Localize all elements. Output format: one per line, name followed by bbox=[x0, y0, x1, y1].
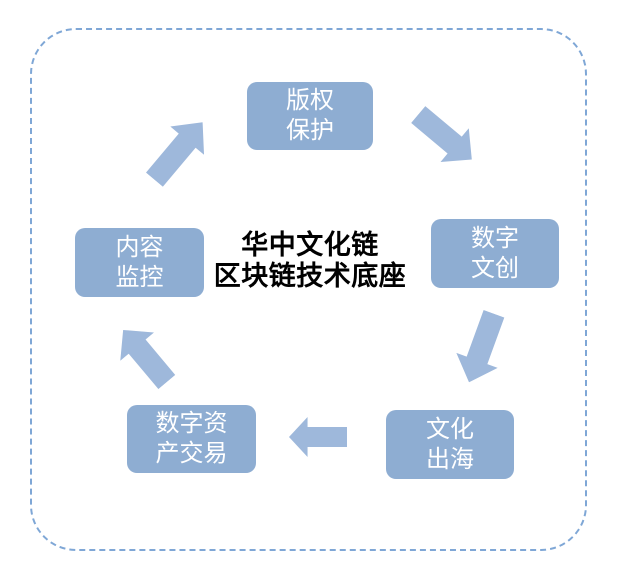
node-digital-cultural-creation: 数字 文创 bbox=[431, 219, 559, 288]
node-label-line: 产交易 bbox=[155, 440, 228, 467]
node-label-line: 版权 bbox=[286, 87, 334, 114]
arrow-asset-to-monitoring-icon bbox=[120, 329, 176, 390]
node-culture-going-abroad: 文化 出海 bbox=[386, 410, 514, 479]
dashed-border-frame bbox=[30, 28, 587, 551]
node-content-monitoring: 内容 监控 bbox=[75, 228, 204, 297]
node-label-line: 内容 bbox=[115, 233, 164, 261]
node-label-line: 保护 bbox=[286, 117, 334, 144]
node-copyright-protection: 版权 保护 bbox=[247, 82, 373, 150]
node-label-line: 出海 bbox=[426, 445, 474, 473]
node-digital-asset-trading: 数字资 产交易 bbox=[127, 405, 256, 473]
arrow-copyright-to-digital-icon bbox=[411, 106, 472, 162]
arrow-digital-to-culture-icon bbox=[456, 309, 505, 383]
center-title-line1: 华中文化链 bbox=[241, 230, 379, 260]
arrow-culture-to-asset-icon bbox=[289, 417, 347, 457]
node-label-line: 文创 bbox=[471, 254, 519, 282]
arrow-monitoring-to-copyright-icon bbox=[145, 122, 205, 187]
node-label-line: 文化 bbox=[426, 415, 474, 443]
node-label-line: 数字 bbox=[471, 224, 519, 252]
center-title-line2: 区块链技术底座 bbox=[213, 261, 407, 291]
node-label-line: 监控 bbox=[115, 263, 164, 291]
node-label-line: 数字资 bbox=[155, 410, 228, 437]
center-title: 华中文化链 区块链技术底座 bbox=[180, 230, 440, 292]
